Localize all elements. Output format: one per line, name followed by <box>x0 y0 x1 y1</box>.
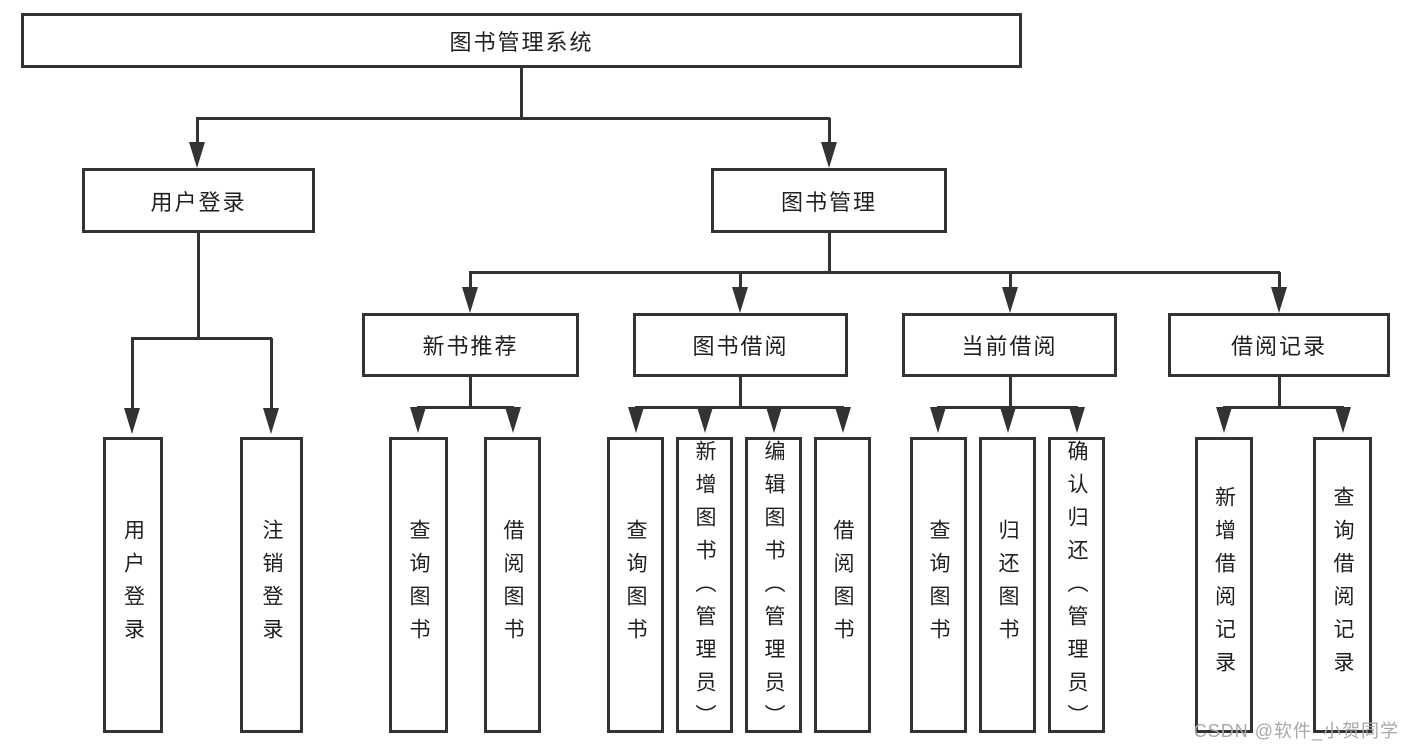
node-book-borrowing: 图书借阅 <box>633 313 848 377</box>
leaf-current-confirm-return-admin: 确认归还（管理员） <box>1048 437 1105 737</box>
connector-vline <box>739 377 742 408</box>
arrowhead-down-icon <box>821 142 837 168</box>
arrowhead-down-icon <box>732 287 748 313</box>
arrowhead-down-icon <box>263 408 279 434</box>
arrowhead-down-icon <box>410 407 426 433</box>
connector-hline <box>417 406 514 409</box>
arrowhead-down-icon <box>124 408 140 434</box>
connector-hline <box>131 337 272 340</box>
arrowhead-down-icon <box>930 407 946 433</box>
connector-vline <box>739 272 742 289</box>
node-label: 借阅记录 <box>1230 334 1327 359</box>
leaf-recommend-query-books: 查询图书 <box>389 437 448 733</box>
leaf-current-return-books: 归还图书 <box>979 437 1036 733</box>
arrowhead-down-icon <box>628 407 644 433</box>
node-book-management: 图书管理 <box>711 168 947 233</box>
connector-vline <box>196 118 199 144</box>
connector-vline <box>197 233 200 339</box>
connector-vline <box>1278 272 1281 289</box>
arrowhead-down-icon <box>1000 407 1016 433</box>
arrowhead-down-icon <box>189 142 205 168</box>
connector-hline <box>635 406 844 409</box>
node-label: 图书管理 <box>780 189 877 215</box>
leaf-records-add-borrow-record: 新增借阅记录 <box>1195 437 1253 733</box>
node-label: 图书借阅 <box>692 334 789 359</box>
csdn-watermark: CSDN @软件_小贺同学 <box>1193 721 1399 741</box>
leaf-records-query-borrow-record: 查询借阅记录 <box>1313 437 1372 733</box>
leaf-recommend-borrow-books: 借阅图书 <box>484 437 541 733</box>
leaf-borrowing-edit-books-admin: 编辑图书（管理员） <box>745 437 802 737</box>
node-label: 查询图书 <box>624 519 647 651</box>
node-label: 确认归还（管理员） <box>1065 440 1088 737</box>
connector-vline <box>828 118 831 144</box>
connector-hline <box>1223 406 1344 409</box>
arrowhead-down-icon <box>1069 407 1085 433</box>
connector-vline <box>1009 377 1012 408</box>
node-library-management-system: 图书管理系统 <box>21 13 1022 68</box>
leaf-user-login: 用户登录 <box>103 437 163 733</box>
node-label: 编辑图书（管理员） <box>762 440 785 737</box>
arrowhead-down-icon <box>766 407 782 433</box>
node-label: 查询图书 <box>927 519 950 651</box>
node-label: 借阅图书 <box>501 519 524 651</box>
arrowhead-down-icon <box>505 407 521 433</box>
leaf-borrowing-query-books: 查询图书 <box>607 437 664 733</box>
node-label: 借阅图书 <box>831 519 854 651</box>
arrowhead-down-icon <box>697 407 713 433</box>
node-current-borrowing: 当前借阅 <box>902 313 1117 377</box>
leaf-logout: 注销登录 <box>240 437 303 733</box>
connector-hline <box>469 271 1280 274</box>
connector-vline <box>469 377 472 408</box>
arrowhead-down-icon <box>1335 407 1351 433</box>
arrowhead-down-icon <box>1002 287 1018 313</box>
leaf-borrowing-add-books-admin: 新增图书（管理员） <box>676 437 733 737</box>
node-label: 用户登录 <box>121 519 145 651</box>
node-new-book-recommendation: 新书推荐 <box>362 313 579 377</box>
arrowhead-down-icon <box>462 287 478 313</box>
node-label: 新书推荐 <box>422 334 519 359</box>
node-label: 新增图书（管理员） <box>693 440 716 737</box>
connector-vline <box>1009 272 1012 289</box>
node-label: 用户登录 <box>150 189 247 215</box>
connector-vline <box>828 233 831 273</box>
node-borrowing-records: 借阅记录 <box>1168 313 1390 377</box>
connector-vline <box>520 68 523 118</box>
node-user-login: 用户登录 <box>82 168 315 233</box>
node-label: 新增借阅记录 <box>1212 486 1236 684</box>
connector-hline <box>196 117 830 120</box>
node-label: 图书管理系统 <box>449 29 594 55</box>
arrowhead-down-icon <box>835 407 851 433</box>
arrowhead-down-icon <box>1216 407 1232 433</box>
connector-vline <box>1278 377 1281 408</box>
leaf-borrowing-borrow-books: 借阅图书 <box>814 437 871 733</box>
node-label: 当前借阅 <box>961 334 1058 359</box>
node-label: 查询图书 <box>407 519 430 651</box>
connector-vline <box>270 338 273 410</box>
node-label: 注销登录 <box>260 519 283 651</box>
arrowhead-down-icon <box>1271 287 1287 313</box>
connector-vline <box>131 338 134 410</box>
leaf-current-query-books: 查询图书 <box>910 437 967 733</box>
node-label: 归还图书 <box>996 519 1019 651</box>
node-label: 查询借阅记录 <box>1331 486 1354 684</box>
connector-vline <box>469 272 472 289</box>
